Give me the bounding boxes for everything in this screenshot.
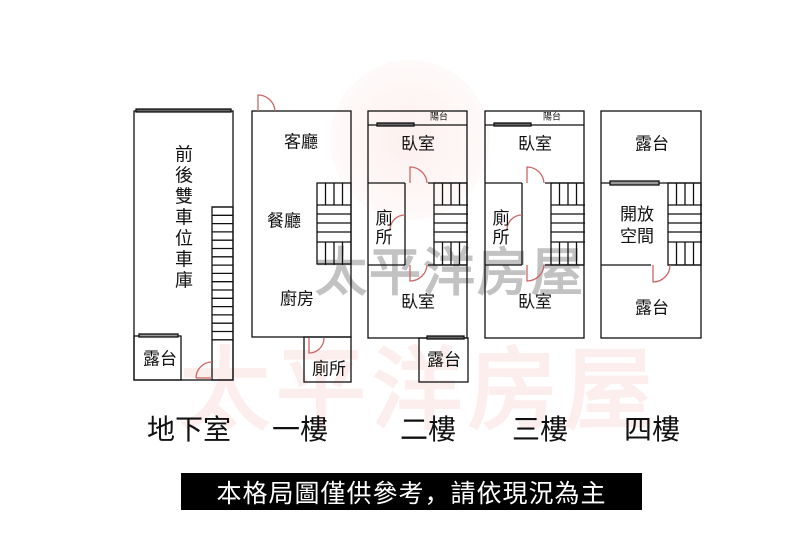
basement-plan: [133, 108, 234, 381]
room-label-balcony: 陽台: [542, 112, 562, 123]
floor-label-2f: 二樓: [399, 413, 457, 446]
room-label-terrace: 露台: [427, 350, 461, 371]
floor-label-3f: 三樓: [511, 413, 569, 446]
room-label-open-space: 開放空間: [620, 204, 654, 247]
room-label-terrace: 露台: [635, 134, 669, 155]
disclaimer-banner: 本格局圖僅供參考，請依現況為主: [181, 473, 642, 510]
room-label-bedroom: 臥室: [518, 134, 552, 155]
second-floor-plan: [367, 110, 469, 383]
room-label-toilet: 廁所: [371, 209, 392, 247]
staircases: [212, 183, 702, 341]
room-label-kitchen: 廚房: [280, 289, 314, 310]
floor-label-basement: 地下室: [146, 413, 232, 446]
watermark-logo-icon: [330, 60, 490, 220]
watermark: 太平洋房屋: [314, 243, 586, 304]
floor-label-1f: 一樓: [271, 413, 329, 446]
room-label-garage: 前後雙車位車庫: [172, 144, 193, 292]
room-label-bedroom: 臥室: [401, 292, 435, 313]
room-label-terrace: 露台: [143, 349, 177, 370]
room-label-toilet: 廁所: [312, 359, 346, 380]
room-label-bedroom: 臥室: [518, 292, 552, 313]
watermark-large: 太平洋房屋: [180, 338, 660, 443]
room-label-terrace: 露台: [635, 298, 669, 319]
room-label-dining-room: 餐廳: [267, 211, 301, 232]
room-label-living-room: 客廳: [284, 132, 318, 153]
room-label-toilet: 廁所: [488, 209, 509, 247]
room-label-balcony: 陽台: [429, 112, 449, 123]
room-label-bedroom: 臥室: [401, 134, 435, 155]
floor-label-4f: 四樓: [623, 413, 681, 446]
